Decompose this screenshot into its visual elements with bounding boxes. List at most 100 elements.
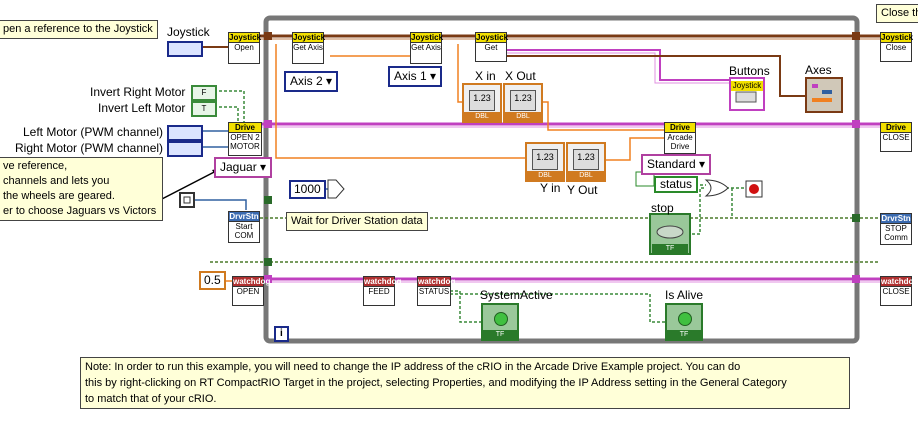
joystick-label: Joystick <box>167 25 210 39</box>
watchdog-status-header: watchdog <box>418 277 456 287</box>
wait-primitive <box>327 179 345 199</box>
invert-right-label: Invert Right Motor <box>90 85 186 99</box>
joystick-open-header: Joystick <box>229 33 262 43</box>
watchdog-feed-header: watchdog <box>364 277 402 287</box>
loop-start-const <box>179 192 195 208</box>
note-ip-line-3: to match that of your cRIO. <box>85 393 217 405</box>
motor-type-ring[interactable]: Jaguar ▾ <box>214 157 273 178</box>
motor-type-ring-value: Jaguar <box>220 160 257 174</box>
drive-mode-ring-value: Standard <box>647 157 696 171</box>
note-close-reference: Close th <box>876 4 918 23</box>
x-out-type: DBL <box>505 112 541 121</box>
y-in-value: 1.23 <box>532 149 558 170</box>
watchdog-feed-body: FEED <box>368 287 390 296</box>
driver-station-stop-header: DrvrStn <box>881 214 911 224</box>
drive-open-header: Drive <box>229 123 261 133</box>
is-alive-label: Is Alive <box>665 288 704 302</box>
buttons-joystick-header: Joystick <box>731 81 763 91</box>
wait-ms-constant[interactable]: 1000 <box>289 180 326 199</box>
or-gate <box>704 179 729 197</box>
note-ip-line-2: this by right-clicking on RT CompactRIO … <box>85 377 787 389</box>
note-ip-address: Note: In order to run this example, you … <box>80 357 850 409</box>
note-drive-line-2: channels and lets you <box>3 175 110 187</box>
axes-label: Axes <box>805 63 832 77</box>
driver-station-stop-body: STOP Comm <box>884 224 908 242</box>
y-in-type: DBL <box>527 171 563 180</box>
x-in-type: DBL <box>464 112 500 121</box>
drive-mode-ring[interactable]: Standard ▾ <box>641 154 712 175</box>
stop-label: stop <box>651 201 674 215</box>
left-motor-channel-terminal[interactable] <box>167 125 203 141</box>
joystick-close-body: Close <box>885 43 907 52</box>
axis-2-ring-value: Axis 2 <box>290 74 323 88</box>
joystick-get-axis-2-body: Get Axis <box>293 43 323 52</box>
status-unbundle[interactable]: status <box>654 176 699 193</box>
is-alive-indicator: TF <box>665 303 703 341</box>
y-out-value: 1.23 <box>573 149 599 170</box>
drive-close-body: CLOSE <box>882 133 910 142</box>
x-in-label: X in <box>475 69 496 83</box>
x-out-label: X Out <box>505 69 536 83</box>
joystick-get-axis-2-header: Joystick <box>293 33 326 43</box>
joystick-open-body: Open <box>234 43 254 52</box>
drive-open-body: OPEN 2 MOTOR <box>230 133 260 151</box>
invert-left-motor-terminal[interactable]: T <box>191 101 217 117</box>
axis-2-ring[interactable]: Axis 2 ▾ <box>284 71 339 92</box>
watchdog-status-body: STATUS <box>418 287 450 296</box>
axis-1-ring[interactable]: Axis 1 ▾ <box>388 66 443 87</box>
watchdog-open-body: OPEN <box>236 287 260 296</box>
drive-arcade-header: Drive <box>665 123 695 133</box>
x-out-value: 1.23 <box>510 90 536 111</box>
joystick-control-terminal[interactable] <box>167 41 203 57</box>
watchdog-timeout-constant[interactable]: 0.5 <box>199 271 226 290</box>
axes-cluster-terminal <box>805 77 843 113</box>
note-drive-reference: ve reference, channels and lets you the … <box>0 157 163 221</box>
note-ip-line-1: Note: In order to run this example, you … <box>85 361 741 373</box>
is-alive-led <box>678 312 692 326</box>
note-wait: Wait for Driver Station data <box>286 212 428 231</box>
loop-iteration-terminal: i <box>274 326 289 342</box>
driver-station-start-body: Start COM <box>234 222 254 240</box>
system-active-led <box>494 312 508 326</box>
right-motor-label: Right Motor (PWM channel) <box>15 141 164 155</box>
right-motor-channel-terminal[interactable] <box>167 141 203 157</box>
y-in-label: Y in <box>540 181 561 195</box>
joystick-get-body: Get <box>484 43 498 52</box>
stop-button-tf: TF <box>652 244 688 253</box>
buttons-joystick-header-text: Joystick <box>732 81 762 90</box>
driver-station-start-header: DrvrStn <box>229 212 259 222</box>
joystick-get-header: Joystick <box>476 33 509 43</box>
axis-y-wire <box>275 44 526 159</box>
system-active-label: SystemActive <box>480 288 553 302</box>
note-drive-line-4: er to choose Jaguars vs Victors <box>3 205 157 217</box>
x-in-value: 1.23 <box>469 90 495 111</box>
y-out-label: Y Out <box>567 183 598 197</box>
joystick-get-axis-1-header: Joystick <box>411 33 444 43</box>
watchdog-close-header: watchdog <box>881 277 918 287</box>
invert-right-motor-terminal[interactable]: F <box>191 85 217 101</box>
while-loop-frame <box>263 15 860 344</box>
system-active-indicator: TF <box>481 303 519 341</box>
note-drive-line-3: the wheels are geared. <box>3 190 115 202</box>
joystick-close-header: Joystick <box>881 33 914 43</box>
buttons-label: Buttons <box>729 64 770 78</box>
note-joystick-reference: pen a reference to the Joystick <box>0 20 158 39</box>
drive-close-header: Drive <box>881 123 911 133</box>
